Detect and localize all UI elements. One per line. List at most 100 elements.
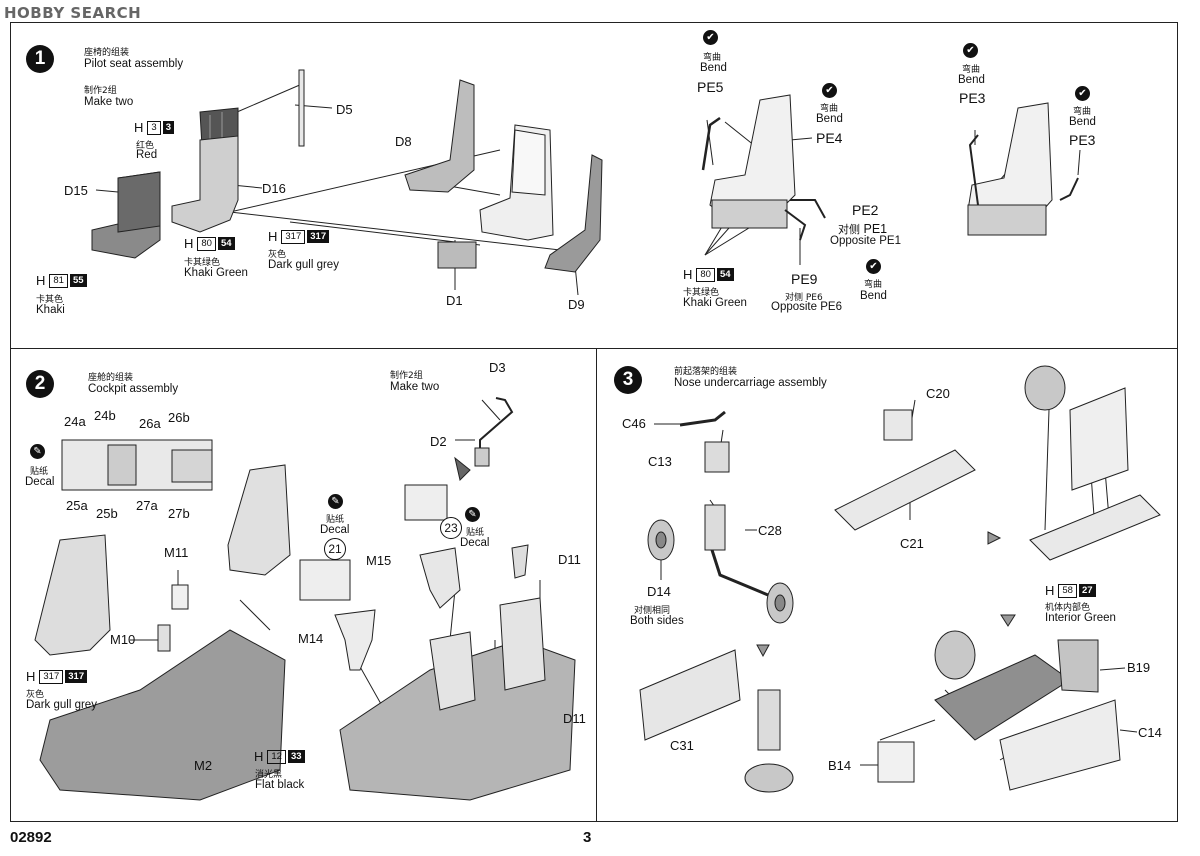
horizontal-divider (10, 348, 1178, 349)
part-pe4: PE4 (816, 130, 843, 146)
part-pe3-right: PE3 (1069, 132, 1096, 148)
part-pe3-left: PE3 (959, 90, 986, 106)
part-d11-top: D11 (558, 552, 581, 567)
bend-cn-1: 弯曲 (703, 53, 722, 63)
decal-label: Decal (25, 476, 55, 488)
bend-cn-3: 弯曲 (864, 280, 883, 290)
bend-cn-2: 弯曲 (820, 104, 839, 114)
part-c21: C21 (900, 536, 924, 551)
part-c31: C31 (670, 738, 694, 753)
make-two: Make two (390, 381, 440, 393)
step-3-title-cn: 前起落架的组装 (674, 367, 738, 377)
decal-27a: 27a (136, 498, 158, 513)
color-khaki-green-2-label: Khaki Green (683, 297, 747, 309)
part-d1: D1 (446, 293, 463, 308)
part-d14: D14 (647, 584, 671, 599)
part-pe5: PE5 (697, 79, 724, 95)
part-m10: M10 (110, 632, 136, 647)
step-2-title: Cockpit assembly (88, 383, 179, 395)
vertical-divider (596, 348, 597, 822)
decal-number-21: 21 (324, 538, 346, 560)
part-pe2: PE2 (852, 202, 879, 218)
part-b19: B19 (1127, 660, 1151, 675)
bend-label-5: Bend (1069, 116, 1096, 128)
part-m11: M11 (164, 545, 189, 560)
color-flat-black-label: Flat black (255, 779, 305, 791)
part-d11-bottom: D11 (563, 711, 586, 726)
part-c13: C13 (648, 454, 672, 469)
bend-label-1: Bend (700, 62, 727, 74)
decal-cn: 贴纸 (30, 467, 49, 477)
step-3-title: Nose undercarriage assembly (674, 377, 827, 389)
step-3-number: 3 (614, 366, 642, 394)
part-m15: M15 (366, 553, 392, 568)
color-interior-green-cn: 机体内部色 (1045, 603, 1091, 613)
decal-21-label: Decal (320, 524, 350, 536)
part-m2: M2 (194, 758, 213, 773)
part-c20: C20 (926, 386, 950, 401)
part-pe9: PE9 (791, 271, 818, 287)
decal-24b: 24b (94, 408, 116, 423)
make-two-cn: 制作2组 (390, 371, 423, 381)
color-dark-gull-2-cn: 灰色 (26, 690, 45, 700)
color-khaki-green-cn: 卡其绿色 (184, 258, 221, 268)
decal-24a: 24a (64, 414, 86, 429)
page-number: 3 (583, 829, 592, 846)
both-sides: Both sides (630, 615, 684, 627)
color-khaki-green-2-cn: 卡其绿色 (683, 288, 720, 298)
color-red-label: Red (136, 149, 158, 161)
decal-23-label: Decal (460, 537, 490, 549)
bend-label-2: Bend (816, 113, 843, 125)
step-1-sub-cn: 制作2组 (84, 86, 117, 96)
part-d9: D9 (568, 297, 585, 312)
opposite-pe1-top: 对侧 PE1 (838, 222, 888, 236)
decal-icon: ✎ (30, 444, 45, 459)
opposite-pe6: Opposite PE6 (771, 301, 842, 313)
color-red-cn: 红色 (136, 141, 155, 151)
part-c28: C28 (758, 523, 782, 538)
bend-label-3: Bend (860, 290, 887, 302)
decal-25b: 25b (96, 506, 118, 521)
color-dark-gull-2-label: Dark gull grey (26, 699, 97, 711)
bend-cn-4: 弯曲 (962, 65, 981, 75)
bend-label-4: Bend (958, 74, 985, 86)
part-d15: D15 (64, 183, 88, 198)
step-1-sub: Make two (84, 96, 134, 108)
bend-icon: ✔ (703, 30, 718, 45)
part-m14: M14 (298, 631, 324, 646)
bend-icon: ✔ (1075, 86, 1090, 101)
decal-icon: ✎ (465, 507, 480, 522)
decal-26a: 26a (139, 416, 161, 431)
step-1-number: 1 (26, 45, 54, 73)
bend-icon: ✔ (866, 259, 881, 274)
step-2-number: 2 (26, 370, 54, 398)
color-flat-black-cn: 消光黑 (255, 770, 283, 780)
color-dark-gull-label: Dark gull grey (268, 259, 339, 271)
part-d5: D5 (336, 102, 353, 117)
instruction-frame (10, 22, 1178, 822)
decal-27b: 27b (168, 506, 190, 521)
decal-23-cn: 贴纸 (466, 528, 485, 538)
opposite-pe6-cn: 对侧 PE6 (785, 293, 823, 303)
decal-21-cn: 贴纸 (326, 515, 345, 525)
part-d3: D3 (489, 360, 506, 375)
color-khaki-label: Khaki (36, 304, 65, 316)
step-1-title-cn: 座椅的组装 (84, 48, 130, 58)
both-sides-cn: 对侧相同 (634, 606, 671, 616)
part-c14: C14 (1138, 725, 1162, 740)
color-interior-green-label: Interior Green (1045, 612, 1116, 624)
part-d8: D8 (395, 134, 412, 149)
bend-icon: ✔ (963, 43, 978, 58)
part-d2: D2 (430, 434, 447, 449)
color-khaki-green-label: Khaki Green (184, 267, 248, 279)
bend-icon: ✔ (822, 83, 837, 98)
part-b14: B14 (828, 758, 852, 773)
